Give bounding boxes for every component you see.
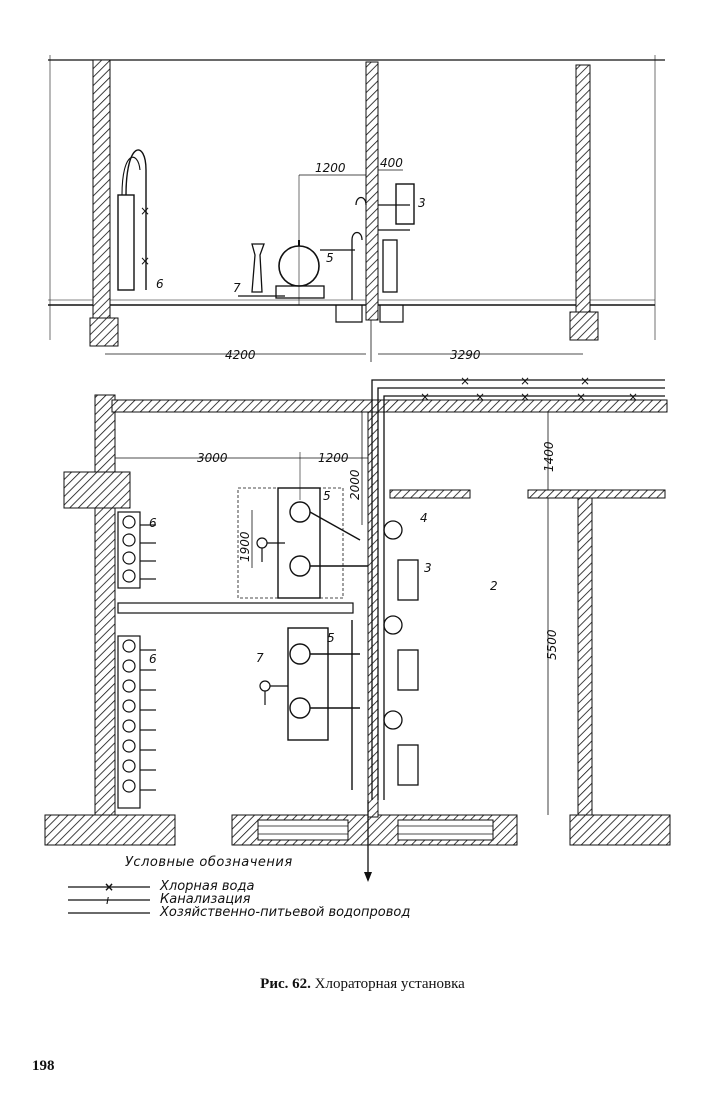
- plan-callout-5a: 5: [323, 489, 331, 503]
- legend-title: Условные обозначения: [125, 855, 293, 870]
- legend-label-potable-water: Хозяйственно-питьевой водопровод: [160, 905, 410, 920]
- elevation-dim-400: 400: [380, 156, 403, 170]
- plan-wall-left: [95, 395, 115, 815]
- elevation-callout-5: 5: [326, 251, 334, 265]
- elevation-equipment-6: [118, 195, 134, 290]
- elevation-dim-3290: 3290: [450, 348, 481, 362]
- svg-text:×: ×: [628, 390, 638, 404]
- plan-dim-1400: 1400: [542, 441, 556, 472]
- plan-equipment-5-lower: [288, 620, 360, 790]
- elevation-wall-left: [93, 60, 110, 320]
- legend-marker-chlorine-water: ×: [104, 880, 114, 894]
- svg-text:×: ×: [576, 390, 586, 404]
- elevation-callout-6: 6: [156, 277, 164, 291]
- elevation-dim-1200: 1200: [315, 161, 346, 175]
- elevation-wall-middle: [366, 62, 378, 320]
- figure-caption: Рис. 62. Хлораторная установка: [0, 976, 725, 993]
- chlorine-water-pipeline: [372, 380, 665, 800]
- svg-text:×: ×: [580, 374, 590, 388]
- plan-callout-6a: 6: [149, 516, 157, 530]
- figure-number: Рис. 62.: [260, 976, 311, 992]
- plan-callout-2: 2: [490, 579, 498, 593]
- elevation-callout-7: 7: [233, 281, 241, 295]
- figure-title: Хлораторная установка: [315, 976, 465, 992]
- plan-dim-3000: 3000: [197, 451, 228, 465]
- legend-marker-sewer: ı: [106, 893, 109, 907]
- svg-text:×: ×: [140, 254, 150, 268]
- plan-callout-7: 7: [256, 651, 264, 665]
- plan-callout-4: 4: [420, 511, 428, 525]
- plan-callout-6b: 6: [149, 652, 157, 666]
- elevation-callout-3: 3: [418, 196, 426, 210]
- svg-text:×: ×: [140, 204, 150, 218]
- page-number: 198: [32, 1058, 55, 1075]
- plan-equipment-7-upper: [257, 538, 285, 562]
- elevation-equipment-3: [396, 184, 414, 224]
- svg-text:×: ×: [520, 390, 530, 404]
- plan-section: × × × × × × × ×: [45, 374, 670, 882]
- plan-wall-right: [578, 490, 592, 815]
- elevation-wall-right: [576, 65, 590, 320]
- plan-callout-5b: 5: [327, 631, 335, 645]
- plan-equipment-3-units: [384, 521, 418, 785]
- svg-text:×: ×: [475, 390, 485, 404]
- plan-dim-1200: 1200: [318, 451, 349, 465]
- plan-dim-5500: 5500: [545, 629, 559, 660]
- svg-text:×: ×: [520, 374, 530, 388]
- plan-callout-3: 3: [424, 561, 432, 575]
- plan-equipment-7-lower: [260, 681, 288, 705]
- elevation-dim-4200: 4200: [225, 348, 256, 362]
- svg-text:×: ×: [420, 390, 430, 404]
- plan-dim-1900: 1900: [238, 531, 252, 562]
- elevation-equipment-7: [252, 244, 264, 292]
- svg-text:×: ×: [460, 374, 470, 388]
- plan-dim-2000: 2000: [348, 469, 362, 500]
- elevation-section: × × 1200 400 4200 3290 3: [48, 55, 665, 362]
